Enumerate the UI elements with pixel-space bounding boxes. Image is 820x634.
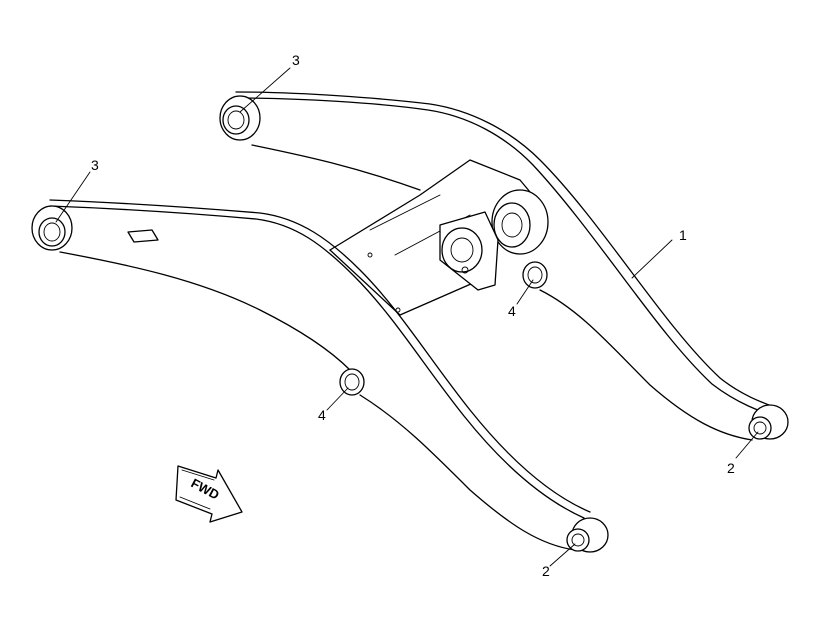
callout-3-rear: 3 xyxy=(292,52,300,68)
callout-2-rear: 2 xyxy=(727,460,735,476)
callout-4-front: 4 xyxy=(318,407,326,423)
left-lift-arm xyxy=(31,199,609,553)
callout-4-rear: 4 xyxy=(508,303,516,319)
cross-tube xyxy=(329,159,549,316)
fwd-arrow-icon: FWD xyxy=(175,465,243,523)
right-lift-arm xyxy=(219,91,789,441)
callout-1: 1 xyxy=(679,227,687,243)
leader-lines xyxy=(55,67,759,567)
bearing-left xyxy=(339,368,365,396)
callout-3-front: 3 xyxy=(91,157,99,173)
bearing-right xyxy=(522,261,548,289)
callout-2-front: 2 xyxy=(542,563,550,579)
